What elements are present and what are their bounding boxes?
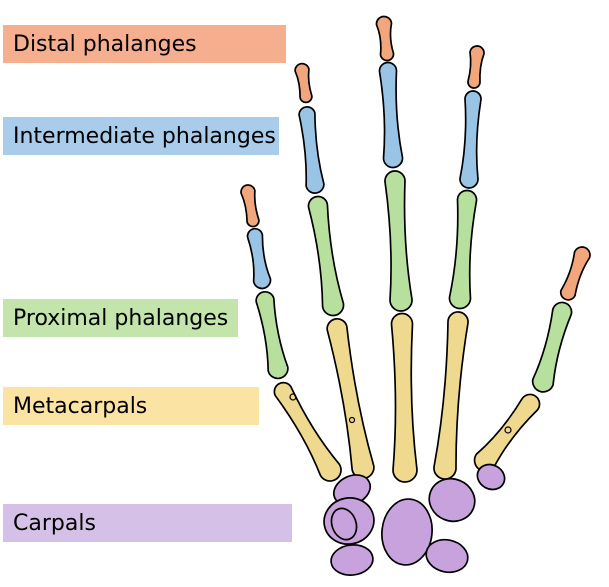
carpal-bone-inner-detail (330, 507, 358, 541)
carpal-bone (428, 477, 476, 523)
label-text: Proximal phalanges (13, 305, 229, 331)
bone-foramen-detail (348, 416, 356, 424)
carpal-bone (425, 538, 469, 574)
index-distal-phalanx-bone (467, 45, 485, 89)
bone-foramen-detail (504, 426, 512, 434)
carpal-bone (330, 544, 374, 576)
pinky-intermediate-phalanx-bone (246, 227, 272, 290)
pinky-metacarpal-bone (273, 381, 342, 482)
bone-foramen-detail (289, 393, 297, 401)
distal-phalanges-group (240, 15, 591, 301)
label-metacarpals: Metacarpals (3, 387, 259, 425)
thumb-distal-phalanx-bone (559, 246, 591, 301)
middle-intermediate-phalanx-bone (378, 61, 404, 169)
index-metacarpal-bone (433, 311, 469, 480)
intermediate-phalanges-group (246, 61, 482, 290)
index-proximal-phalanx-bone (448, 189, 478, 310)
metacarpal-bones-group (273, 311, 541, 483)
carpal-bones-group (323, 463, 506, 576)
middle-distal-phalanx-bone (375, 15, 395, 62)
thumb-proximal-phalanx-bone (531, 301, 573, 393)
pinky-distal-phalanx-bone (240, 184, 260, 228)
bone-surface-details (289, 393, 512, 434)
label-text: Metacarpals (13, 393, 148, 419)
ring-distal-phalanx-bone (294, 62, 313, 104)
label-text: Distal phalanges (13, 31, 197, 57)
pinky-proximal-phalanx-bone (255, 290, 289, 380)
label-carpals: Carpals (3, 504, 292, 542)
label-intermediate-phalanges: Intermediate phalanges (3, 117, 279, 155)
label-text: Intermediate phalanges (13, 123, 276, 149)
index-intermediate-phalanx-bone (459, 90, 482, 189)
carpal-bone (381, 498, 433, 566)
proximal-phalanges-group (255, 170, 573, 393)
ring-metacarpal-bone (326, 318, 375, 480)
label-text: Carpals (13, 510, 96, 536)
ring-proximal-phalanx-bone (307, 195, 345, 317)
label-proximal-phalanges: Proximal phalanges (3, 299, 238, 337)
ring-intermediate-phalanx-bone (298, 106, 325, 194)
middle-metacarpal-bone (390, 312, 418, 483)
label-distal-phalanges: Distal phalanges (3, 25, 286, 63)
carpal-bone (476, 463, 506, 491)
middle-proximal-phalanx-bone (384, 170, 413, 312)
